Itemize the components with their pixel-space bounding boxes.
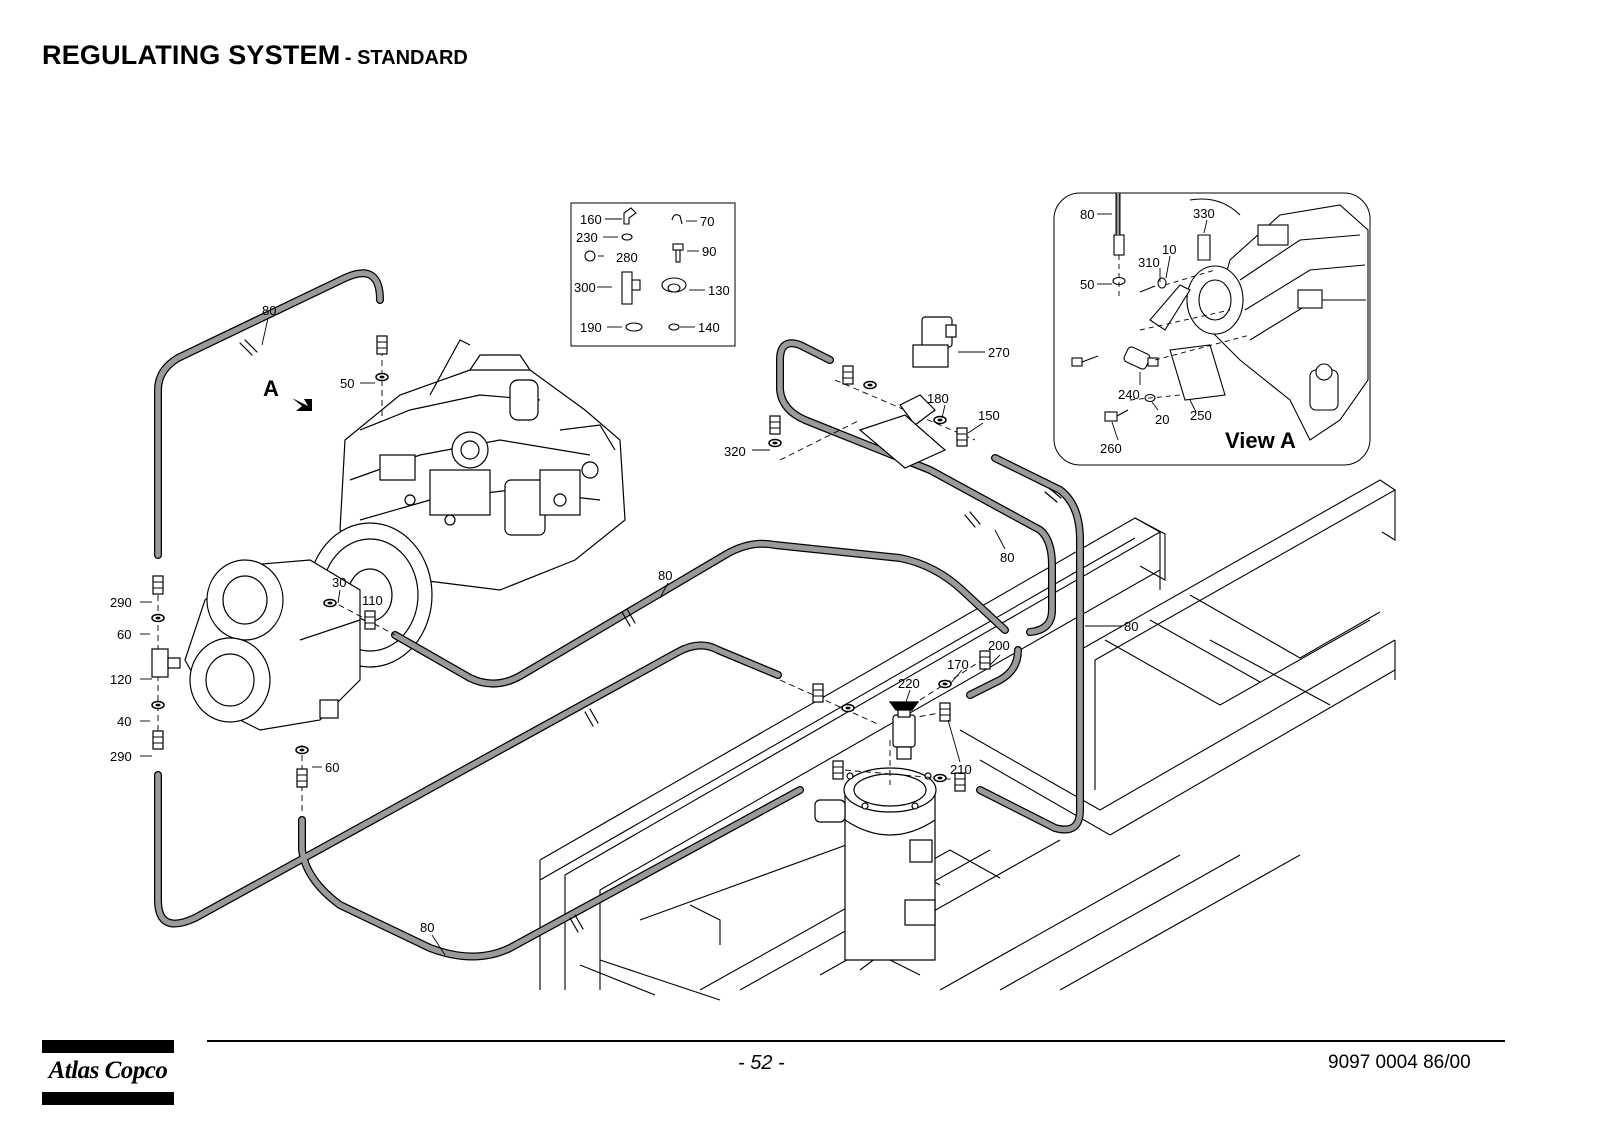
- view-a-label-50: 50: [1080, 277, 1094, 292]
- label-hose-80-bottom: 80: [420, 920, 434, 935]
- view-a-label-80: 80: [1080, 207, 1094, 222]
- document-number: 9097 0004 86/00: [1328, 1052, 1471, 1073]
- label-seal-170: 170: [947, 657, 969, 672]
- logo-bar-bottom: [42, 1092, 174, 1105]
- page-number: - 52 -: [738, 1052, 785, 1074]
- view-a-label-10: 10: [1162, 242, 1176, 257]
- label-fitting-30: 30: [332, 575, 346, 590]
- page-title: REGULATING SYSTEM - STANDARD: [42, 40, 468, 71]
- legend-item-190: 190: [580, 320, 602, 335]
- label-bolt-320: 320: [724, 444, 746, 459]
- label-fitting-290-bottom: 290: [110, 749, 132, 764]
- footer-rule: [207, 1040, 1505, 1042]
- logo-bar-top: [42, 1040, 174, 1053]
- tee-120: [151, 648, 181, 678]
- title-main: REGULATING SYSTEM: [42, 40, 341, 70]
- view-a-marker: A: [263, 376, 312, 411]
- label-seal-180: 180: [927, 391, 949, 406]
- legend-item-90: 90: [702, 244, 716, 259]
- label-fitting-210: 210: [950, 762, 972, 777]
- label-hose-80-right-upper: 80: [1000, 550, 1014, 565]
- logo-wordmark: Atlas Copco: [48, 1057, 168, 1084]
- label-solenoid-270: 270: [988, 345, 1010, 360]
- legend-item-130: 130: [708, 283, 730, 298]
- leader-lines: [140, 317, 1122, 956]
- view-a-label-260: 260: [1100, 441, 1122, 456]
- label-fitting-150: 150: [978, 408, 1000, 423]
- solenoid-valve-270: [858, 316, 957, 469]
- chassis-frame: [539, 479, 1397, 1001]
- label-hose-80-far-right: 80: [1124, 619, 1138, 634]
- legend-item-160: 160: [580, 212, 602, 227]
- label-valve-220: 220: [898, 676, 920, 691]
- view-a-title: View A: [1225, 428, 1296, 453]
- legend-item-70: 70: [700, 214, 714, 229]
- fittings: [151, 335, 991, 792]
- engine: [339, 339, 626, 591]
- view-a-label-20: 20: [1155, 412, 1169, 427]
- view-a-label-250: 250: [1190, 408, 1212, 423]
- label-seal-60-left: 60: [117, 627, 131, 642]
- legend-item-280: 280: [616, 250, 638, 265]
- parts-legend-box: 160 230 280 300 190 70 90 130 140: [570, 202, 736, 347]
- label-fitting-290-top: 290: [110, 595, 132, 610]
- hoses: [154, 269, 1084, 961]
- label-fitting-200: 200: [988, 638, 1010, 653]
- label-tee-120: 120: [110, 672, 132, 687]
- compressor-element: [184, 559, 361, 731]
- view-a-label-240: 240: [1118, 387, 1140, 402]
- callout-labels: 80 50 270 180 150 320 80 80 30 110 290 6…: [110, 303, 1138, 935]
- title-subtitle: - STANDARD: [344, 47, 468, 69]
- label-hose-80-top-left: 80: [262, 303, 276, 318]
- receiver-tank: [814, 767, 937, 961]
- legend-item-140: 140: [698, 320, 720, 335]
- atlas-copco-logo: Atlas Copco: [42, 1040, 174, 1106]
- label-fitting-50: 50: [340, 376, 354, 391]
- label-hose-80-middle: 80: [658, 568, 672, 583]
- view-a-inset: 80 330 10 310 50 240 20 250 260 View A: [1053, 192, 1371, 466]
- legend-item-300: 300: [574, 280, 596, 295]
- label-seal-60-bottom: 60: [325, 760, 339, 775]
- valve-220: [888, 701, 920, 760]
- legend-item-230: 230: [576, 230, 598, 245]
- label-seal-40: 40: [117, 714, 131, 729]
- view-marker-letter: A: [263, 376, 279, 401]
- view-a-label-330: 330: [1193, 206, 1215, 221]
- label-fitting-110: 110: [362, 593, 383, 608]
- view-a-label-310: 310: [1138, 255, 1160, 270]
